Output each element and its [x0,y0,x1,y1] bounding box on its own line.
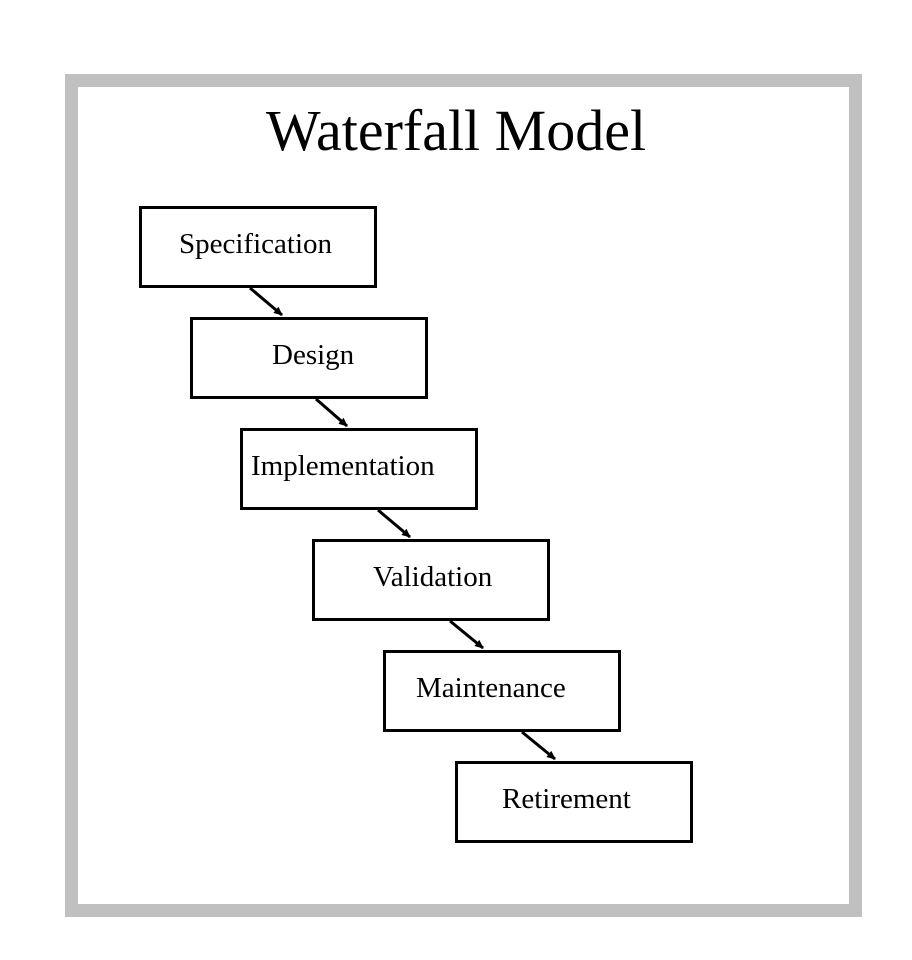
stage-maintenance: Maintenance [383,650,621,732]
arrow-specification-to-design [249,286,283,317]
stage-design: Design [190,317,428,399]
stage-label-maintenance: Maintenance [416,672,566,704]
stage-label-validation: Validation [373,561,493,593]
stage-label-implementation: Implementation [251,450,435,482]
arrow-validation-to-maintenance [449,619,484,650]
stage-label-design: Design [272,339,355,371]
stage-implementation: Implementation [240,428,478,510]
stage-validation: Validation [312,539,550,621]
diagram-title: Waterfall Model [265,98,647,163]
stage-retirement: Retirement [455,761,693,843]
stage-specification: Specification [139,206,377,288]
stage-label-retirement: Retirement [502,783,631,815]
arrow-implementation-to-validation [377,508,411,539]
arrow-maintenance-to-retirement [521,730,556,761]
stage-label-specification: Specification [179,228,333,260]
arrow-design-to-implementation [315,397,348,428]
